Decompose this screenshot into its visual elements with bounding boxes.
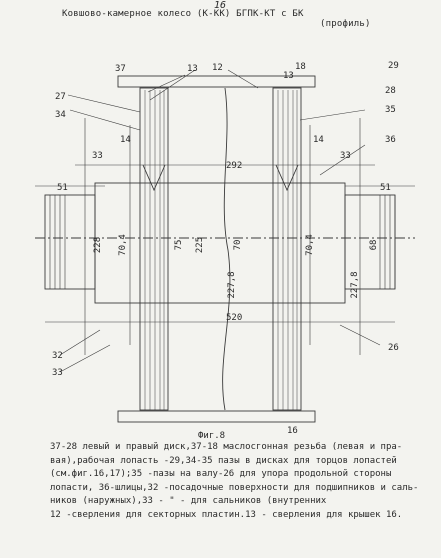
dimension-51-left: 51 — [57, 183, 68, 193]
leader-lines — [59, 69, 381, 373]
description-line: 12 -сверления для секторных пластин.13 -… — [50, 509, 403, 520]
dimension-70-4-left: 70,4 — [118, 234, 128, 256]
callout-37: 37 — [115, 64, 126, 74]
left-disk-hatching — [144, 90, 165, 410]
figure-labels: 12 13 13 18 29 37 27 28 34 35 36 14 14 2… — [52, 61, 399, 436]
left-disk-groove — [142, 164, 166, 192]
right-disk-groove — [275, 164, 299, 192]
callout-32: 32 — [52, 351, 63, 361]
shaft-splines-right — [379, 195, 396, 289]
dimension-520: 520 — [226, 313, 242, 323]
right-disk-hatching — [277, 90, 298, 410]
callout-26: 26 — [388, 343, 399, 353]
callout-14-right: 14 — [313, 135, 324, 145]
dimension-228: 228 — [93, 237, 103, 253]
description-line: лопасти, 36-шлицы,32 -посадочные поверхн… — [50, 482, 419, 493]
dimension-70-4-right: 70,4 — [305, 234, 315, 256]
callout-12: 12 — [212, 63, 223, 73]
callout-27: 27 — [55, 92, 66, 102]
callout-13-left: 13 — [187, 64, 198, 74]
dimension-68: 68 — [369, 240, 379, 251]
callout-33: 33 — [52, 368, 63, 378]
dimension-292: 292 — [226, 161, 242, 171]
callout-16: 16 — [287, 426, 298, 436]
wheel-rim-bottom — [117, 410, 316, 423]
callout-34: 34 — [55, 110, 66, 120]
callout-18: 18 — [295, 62, 306, 72]
description-line: вая),рабочая лопасть -29,34-35 пазы в ди… — [50, 455, 397, 466]
right-disk — [272, 87, 302, 411]
page-title: Ковшово-камерное колесо (К-КК) БГПК-КТ с… — [62, 9, 304, 19]
description-line: (см.фиг.16,17);35 -пазы на валу-26 для у… — [50, 469, 392, 479]
callout-28: 28 — [385, 86, 396, 96]
dimension-51-right: 51 — [380, 183, 391, 193]
description-line: ников (наружных),33 - " - для сальников … — [50, 496, 327, 506]
page-header: Ковшово-камерное колесо (К-КК) БГПК-КТ с… — [62, 9, 370, 29]
page-subtitle: (профиль) — [320, 19, 371, 29]
callout-14-left: 14 — [120, 135, 131, 145]
wheel-rim-top — [117, 75, 316, 88]
blade-break-line — [222, 87, 231, 411]
page-number: 16 — [214, 0, 227, 11]
left-shaft-stub — [44, 194, 96, 290]
dimension-227-8-right: 227,8 — [350, 271, 360, 298]
callout-29: 29 — [388, 61, 399, 71]
description-line: 37-28 левый и правый диск,37-18 маслосго… — [50, 442, 403, 452]
shaft-splines-left — [49, 195, 66, 289]
callout-35: 35 — [385, 105, 396, 115]
callout-36: 36 — [385, 135, 396, 145]
figure-description: 37-28 левый и правый диск,37-18 маслосго… — [50, 441, 435, 522]
callout-13-right: 13 — [283, 71, 294, 81]
dimension-33-right: 33 — [340, 151, 351, 161]
figure-caption: Фиг.8 — [198, 431, 226, 441]
dimension-225: 225 — [195, 237, 205, 253]
dimension-75: 75 — [174, 240, 184, 251]
dimension-227-8-left: 227,8 — [227, 271, 237, 298]
dimension-70: 70 — [233, 240, 243, 251]
left-disk — [139, 87, 169, 411]
dimension-33-left: 33 — [92, 151, 103, 161]
